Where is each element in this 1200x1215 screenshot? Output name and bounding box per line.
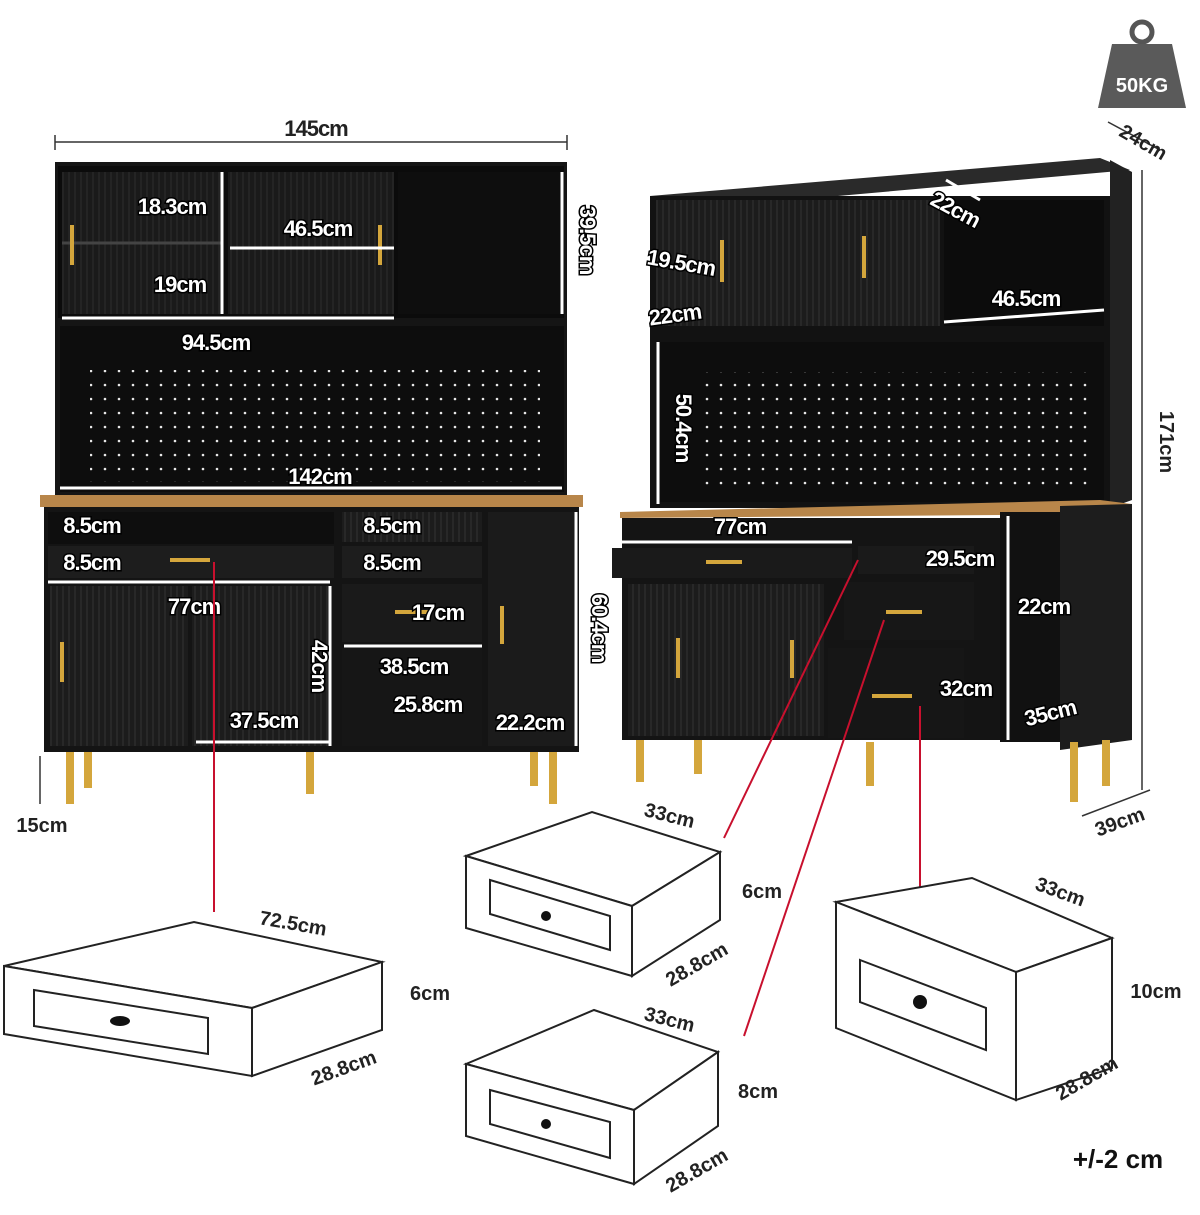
mid-drawer-height-label: 17cm [412, 600, 465, 625]
leg-height-label: 15cm [16, 815, 67, 837]
left-cabinet-height-label: 42cm [307, 640, 332, 693]
side-shelf-height-label: 22cm [1018, 594, 1071, 619]
top-cabinet-width-label: 94.5cm [182, 330, 251, 355]
small-mid-height-label: 8cm [738, 1081, 778, 1103]
shelf-width-label: 46.5cm [992, 286, 1061, 311]
mid-drawer-top-label: 8.5cm [363, 513, 421, 538]
side-drawer-width-label: 77cm [714, 514, 767, 539]
mid-lower-height-label: 25.8cm [394, 692, 463, 717]
left-drawer-top-label: 8.5cm [63, 513, 121, 538]
left-drawer-bottom-label: 8.5cm [63, 550, 121, 575]
mid-drawer-bottom-label: 8.5cm [363, 550, 421, 575]
top-shelf-width-label: 46.5cm [284, 216, 353, 241]
drawer-small-mid: 33cm 8cm 28.8cm [462, 1003, 778, 1197]
tolerance-note: +/-2 cm [1073, 1144, 1163, 1174]
leader-lines [213, 559, 921, 1037]
pegboard-height-label: 50.4cm [671, 394, 696, 463]
wide-drawer-height-label: 6cm [410, 983, 450, 1005]
weight-label: 50KG [1116, 75, 1168, 97]
top-lower-height-label: 19cm [154, 272, 207, 297]
pegboard-width-label: 142cm [288, 464, 352, 489]
depth-top-label: 24cm [1115, 120, 1170, 165]
total-height-label: 171cm [1155, 411, 1177, 473]
top-cabinet-height-label: 39.5cm [575, 206, 600, 275]
small-drawer-width-label: 29.5cm [926, 546, 995, 571]
mid-section-width-label: 38.5cm [380, 654, 449, 679]
overall-width-label: 145cm [284, 116, 348, 141]
small-top-height-label: 6cm [742, 881, 782, 903]
drawer-large: 33cm 10cm 28.8cm [832, 873, 1182, 1105]
drawer-small-top: 33cm 6cm 28.8cm [462, 799, 782, 991]
left-drawer-width-label: 77cm [168, 594, 221, 619]
front-view: 145cm 18.3cm 19cm 46.5cm 39.5cm 94.5cm 1… [16, 116, 613, 837]
wide-drawer-width-label: 72.5cm [258, 907, 329, 940]
left-cabinet-width-label: 37.5cm [230, 708, 299, 733]
right-door-width-label: 22.2cm [496, 710, 565, 735]
base-height-label: 60.4cm [587, 594, 612, 663]
big-drawer-height-label: 32cm [940, 676, 993, 701]
large-height-label: 10cm [1130, 981, 1181, 1003]
small-top-width-label: 33cm [642, 799, 697, 833]
top-shelf-height-label: 18.3cm [138, 194, 207, 219]
drawer-wide: 72.5cm 6cm 28.8cm [3, 907, 450, 1090]
weight-icon: 50KG [1098, 19, 1186, 108]
large-width-label: 33cm [1032, 873, 1088, 911]
side-view: 24cm 22cm 19.5cm 22cm 46.5cm 50.4cm 171c… [612, 120, 1177, 841]
